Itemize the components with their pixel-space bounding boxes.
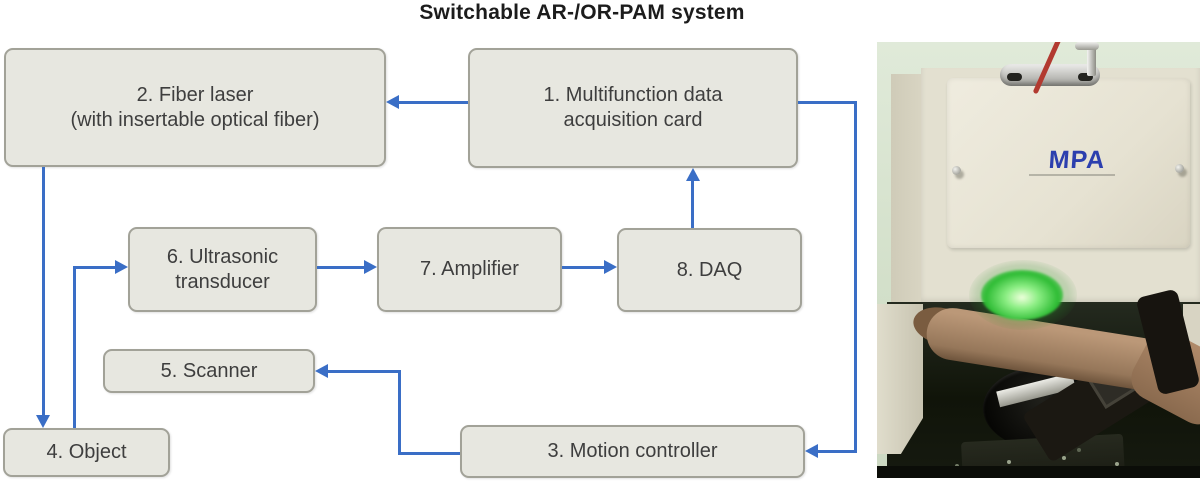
box-ultrasonic-transducer-label: 6. Ultrasonic transducer [166,245,279,293]
box-amplifier: 7. Amplifier [377,227,562,312]
figure-title: Switchable AR-/OR-PAM system [419,1,745,24]
box-motion-controller-label: 3. Motion controller [547,440,718,462]
box-multifunction-card-label: 1. Multifunction data acquisition card [543,84,723,131]
box-fiber-laser-label: 2. Fiber laser (with insertable optical … [70,83,320,131]
box-amplifier-label: 7. Amplifier [420,258,519,280]
device-front-panel [947,78,1190,248]
box-scanner-label: 5. Scanner [160,359,258,382]
metal-rod-top [1075,42,1099,50]
box-object: 4. Object [3,428,170,477]
arrowhead-right-icon [604,260,617,274]
device-handle [1000,64,1100,86]
arrowhead-right-icon [364,260,377,274]
panel-screw-right [1175,164,1184,173]
box-object-label: 4. Object [46,441,127,463]
metal-rod [1087,42,1096,76]
green-laser-glow [981,270,1063,320]
box-motion-controller: 3. Motion controller [460,425,805,478]
box-daq-label: 8. DAQ [676,258,743,281]
arrowhead-down-icon [36,415,50,428]
optical-table-edge [877,466,1200,478]
panel-screw-left [952,166,961,175]
arrowhead-left-icon [315,364,328,378]
optical-table-specks [1007,460,1011,464]
box-multifunction-card: 1. Multifunction data acquisition card [468,48,798,168]
box-daq: 8. DAQ [617,228,802,312]
box-fiber-laser: 2. Fiber laser (with insertable optical … [4,48,386,167]
arrowhead-up-icon [686,168,700,181]
arrowhead-left-icon [805,444,818,458]
arrowhead-left-icon [386,95,399,109]
system-photo: MPA [877,42,1200,478]
box-scanner: 5. Scanner [103,349,315,393]
box-ultrasonic-transducer: 6. Ultrasonic transducer [128,227,317,312]
mpa-device-label: MPA [1047,146,1107,174]
mpa-logo-underline [1029,174,1115,176]
arrowhead-right-icon [115,260,128,274]
